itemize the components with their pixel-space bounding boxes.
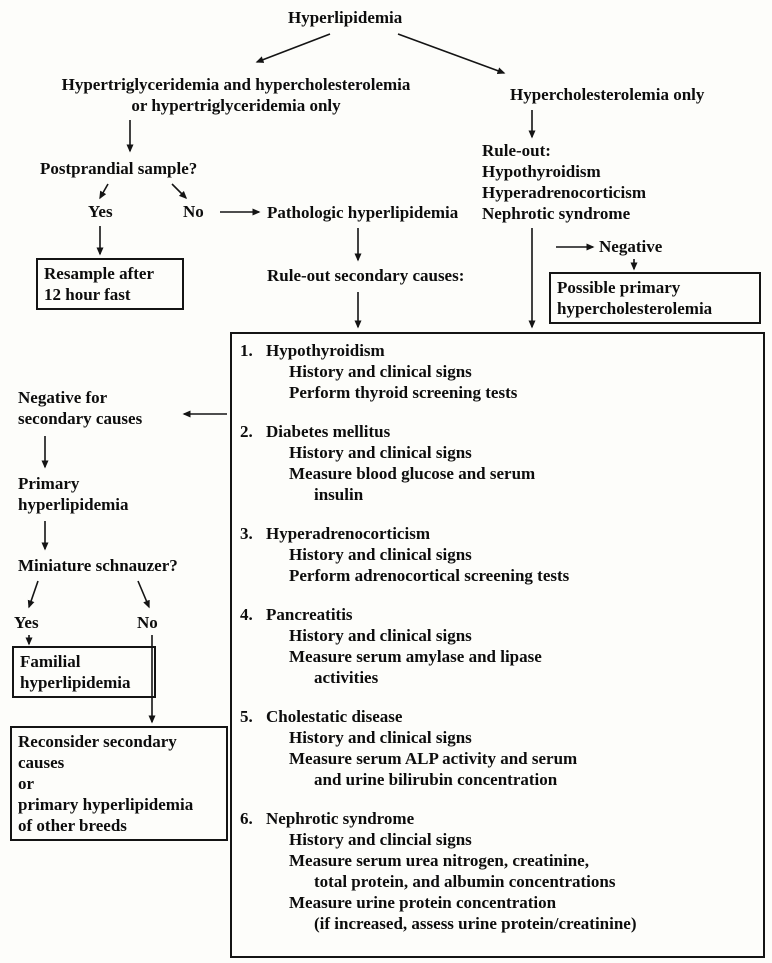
label-negative: Negative [599, 237, 663, 256]
left-branch-line-1: Hypertriglyceridemia and hypercholestero… [61, 75, 411, 94]
primary-line-1: Primary [18, 474, 80, 493]
arrow-schnauzer-to-no [137, 580, 150, 609]
cause-detail: total protein, and albumin concentration… [314, 872, 616, 891]
arrow-postprandial-to-yes [99, 183, 109, 200]
cause-title: Nephrotic syndrome [266, 809, 415, 828]
cause-number: 6. [240, 809, 253, 828]
resample-line-2: 12 hour fast [44, 285, 131, 304]
cause-detail: insulin [314, 485, 364, 504]
cause-detail: activities [314, 668, 379, 687]
reconsider-line-2: causes [18, 753, 65, 772]
box-possible-primary: Possible primary hypercholesterolemia [549, 272, 761, 324]
cause-detail: Perform adrenocortical screening tests [289, 566, 570, 585]
negative-secondary-line-1: Negative for [18, 388, 108, 407]
node-left-branch: Hypertriglyceridemia and hypercholestero… [24, 74, 448, 116]
cause-detail: History and clinical signs [289, 728, 472, 747]
reconsider-line-4: primary hyperlipidemia [18, 795, 194, 814]
node-primary-hyperlipidemia: Primary hyperlipidemia [18, 473, 129, 515]
cause-detail: History and clinical signs [289, 362, 472, 381]
cause-detail: Measure urine protein concentration [289, 893, 557, 912]
label-yes-schnauzer: Yes [14, 613, 39, 632]
negative-secondary-line-2: secondary causes [18, 409, 143, 428]
familial-line-1: Familial [20, 652, 81, 671]
ruleout-item-hyperadrenocorticism: Hyperadrenocorticism [482, 183, 646, 202]
cause-detail: Measure serum ALP activity and serum [289, 749, 578, 768]
reconsider-line-5: of other breeds [18, 816, 127, 835]
node-miniature-schnauzer: Miniature schnauzer? [18, 556, 178, 575]
node-ruleout-secondary-causes: Rule-out secondary causes: [267, 266, 465, 285]
cause-detail: Measure serum urea nitrogen, creatinine, [289, 851, 589, 870]
label-yes-postprandial: Yes [88, 202, 113, 221]
node-postprandial-sample: Postprandial sample? [40, 159, 198, 178]
cause-detail: Measure serum amylase and lipase [289, 647, 542, 666]
ruleout-header: Rule-out: [482, 141, 551, 160]
ruleout-item-hypothyroidism: Hypothyroidism [482, 162, 601, 181]
possible-primary-line-2: hypercholesterolemia [557, 299, 713, 318]
cause-number: 3. [240, 524, 253, 543]
cause-title: Diabetes mellitus [266, 422, 391, 441]
possible-primary-line-1: Possible primary [557, 278, 681, 297]
cause-detail: History and clinical signs [289, 626, 472, 645]
arrow-root-to-left-branch [255, 33, 331, 63]
label-no-postprandial: No [183, 202, 204, 221]
node-negative-secondary: Negative for secondary causes [18, 387, 142, 429]
left-branch-line-2: or hypertriglyceridemia only [131, 96, 341, 115]
arrow-postprandial-to-no [171, 183, 188, 200]
cause-detail: History and clinical signs [289, 443, 472, 462]
cause-number: 5. [240, 707, 253, 726]
node-ruleout-list: Rule-out: Hypothyroidism Hyperadrenocort… [482, 140, 646, 224]
node-pathologic-hyperlipidemia: Pathologic hyperlipidemia [267, 203, 459, 222]
arrow-schnauzer-to-yes [27, 580, 39, 609]
cause-detail: Measure blood glucose and serum [289, 464, 536, 483]
cause-number: 1. [240, 341, 253, 360]
cause-detail: History and clinical signs [289, 545, 472, 564]
cause-number: 2. [240, 422, 253, 441]
cause-detail: (if increased, assess urine protein/crea… [314, 914, 637, 933]
box-familial-hyperlipidemia: Familial hyperlipidemia [12, 646, 156, 698]
primary-line-2: hyperlipidemia [18, 495, 129, 514]
cause-detail: Perform thyroid screening tests [289, 383, 518, 402]
cause-title: Hypothyroidism [266, 341, 385, 360]
cause-title: Cholestatic disease [266, 707, 403, 726]
cause-detail: History and clincial signs [289, 830, 472, 849]
reconsider-line-3: or [18, 774, 35, 793]
cause-title: Hyperadrenocorticism [266, 524, 430, 543]
node-right-branch: Hypercholesterolemia only [510, 85, 705, 104]
box-resample: Resample after 12 hour fast [36, 258, 184, 310]
node-hyperlipidemia: Hyperlipidemia [288, 8, 403, 27]
ruleout-item-nephrotic-syndrome: Nephrotic syndrome [482, 204, 631, 223]
cause-number: 4. [240, 605, 253, 624]
box-reconsider: Reconsider secondary causes or primary h… [10, 726, 228, 841]
resample-line-1: Resample after [44, 264, 154, 283]
cause-title: Pancreatitis [266, 605, 353, 624]
arrow-root-to-right-branch [397, 33, 506, 75]
label-no-schnauzer: No [137, 613, 158, 632]
familial-line-2: hyperlipidemia [20, 673, 131, 692]
reconsider-line-1: Reconsider secondary [18, 732, 177, 751]
cause-detail: and urine bilirubin concentration [314, 770, 558, 789]
